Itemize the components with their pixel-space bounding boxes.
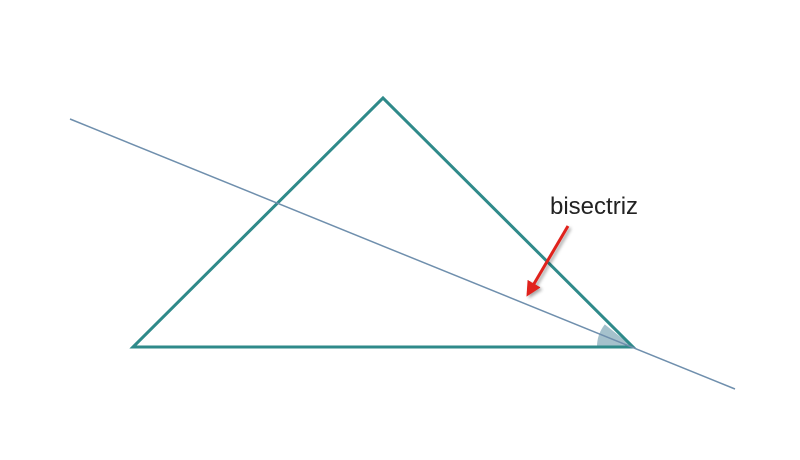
bisector-line — [69, 118, 736, 390]
pointer-arrow — [526, 225, 570, 297]
triangle — [129, 95, 637, 349]
angle-marker — [596, 324, 633, 347]
bisector-label: bisectriz — [550, 193, 638, 220]
